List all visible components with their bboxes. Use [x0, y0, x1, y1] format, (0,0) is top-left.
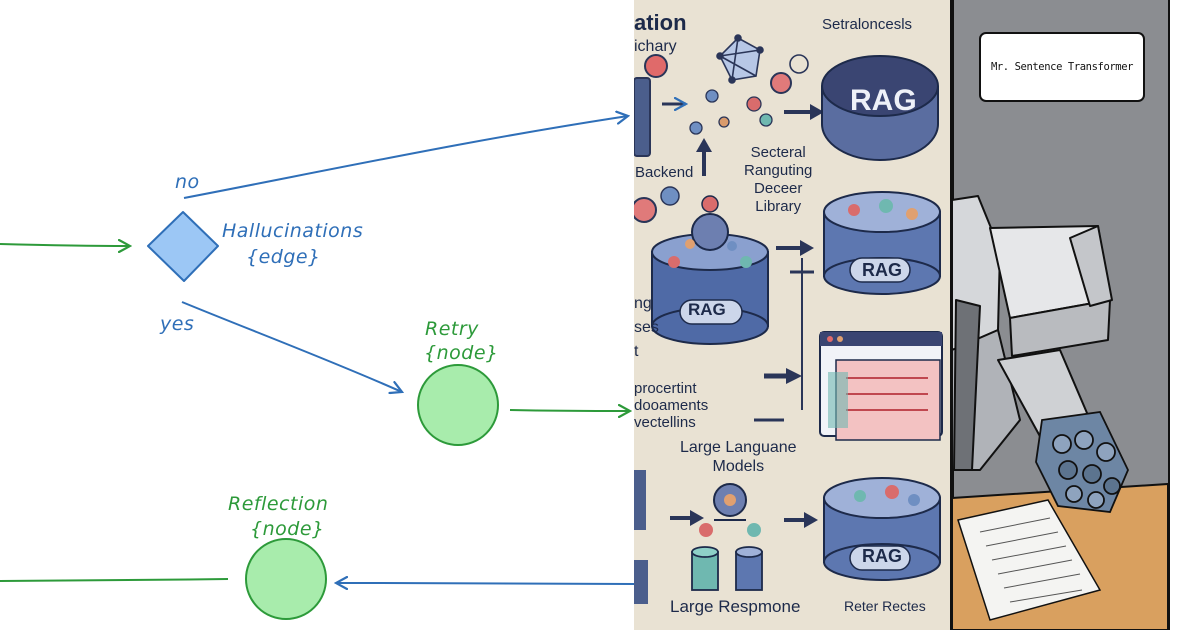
- network-icon: [716, 34, 764, 84]
- rag-infographic-svg: [634, 34, 943, 604]
- library-label-line-2: Ranguting: [744, 162, 813, 179]
- documents-label: procertint dooaments vectellins: [634, 380, 708, 431]
- retry-name: Retry: [425, 318, 479, 340]
- left-fragment-line-3: t: [634, 343, 639, 360]
- robot-figure: [951, 195, 1113, 481]
- documents-label-line-3: vectellins: [634, 414, 696, 431]
- caption-box: Mr. Sentence Transformer: [979, 32, 1145, 102]
- left-fragment: ng ses t: [634, 292, 659, 364]
- rag-bottom-label: RAG: [862, 546, 902, 566]
- left-fragment-line-1: ng: [634, 295, 652, 312]
- rag-database-bottom: [823, 477, 941, 581]
- caption-text: Mr. Sentence Transformer: [990, 61, 1134, 73]
- llm-label-line-2: Models: [712, 458, 765, 475]
- no-edge: [183, 116, 628, 199]
- library-label-line-1: Secteral: [750, 144, 806, 161]
- rag-footer-right: Reter Rectes: [844, 598, 926, 614]
- comic-panel: Mr. Sentence Transformer: [950, 0, 1200, 630]
- reflection-node: [245, 538, 327, 620]
- left-fragment-line-2: ses: [634, 319, 659, 336]
- rag-database-top: [821, 55, 939, 161]
- reflection-in-edge: [336, 583, 634, 584]
- yes-edge-label: yes: [160, 313, 195, 335]
- flow-diagram-panel: no yes Hallucinations {edge} Retry {node…: [0, 0, 634, 620]
- flow-diagram-svg: [0, 0, 634, 620]
- rag-infographic-panel: ation ichary Setraloncesls RAG Backend S…: [634, 0, 950, 630]
- library-label-line-3: Deceer: [754, 180, 803, 197]
- llm-label: Large Languane Models: [680, 438, 797, 476]
- documents-window-icon: [819, 331, 943, 441]
- backend-label: Backend: [635, 164, 694, 181]
- yes-edge: [181, 301, 402, 392]
- hallucinations-diamond: [147, 211, 219, 282]
- response-label: Large Respmone: [670, 597, 801, 616]
- incoming-edge: [0, 244, 130, 246]
- retry-out-edge: [509, 410, 630, 411]
- no-edge-label: no: [175, 171, 200, 193]
- reflection-out-edge: [0, 578, 229, 582]
- llm-label-line-1: Large Languane: [680, 439, 797, 456]
- rag-header-right: Setraloncesls: [822, 16, 913, 33]
- robot-hand: [1035, 411, 1129, 513]
- rag-middle-label: RAG: [862, 260, 902, 280]
- rag-database-center: [651, 195, 769, 345]
- retry-kind: {node}: [424, 342, 499, 364]
- retry-node: [417, 364, 499, 446]
- rag-subtitle-fragment: ichary: [634, 38, 677, 55]
- comic-robot-illustration: [950, 0, 1200, 630]
- rag-database-middle: [823, 191, 941, 295]
- hallucinations-name: Hallucinations: [222, 220, 364, 242]
- reflection-name: Reflection: [228, 493, 329, 515]
- rag-title-fragment: ation: [634, 10, 687, 35]
- documents-label-line-2: dooaments: [634, 397, 709, 414]
- library-label: Secteral Ranguting Deceer Library: [744, 144, 812, 216]
- documents-label-line-1: procertint: [634, 380, 697, 397]
- hallucinations-kind: {edge}: [246, 246, 321, 268]
- rag-center-label: RAG: [688, 300, 726, 319]
- library-label-line-4: Library: [755, 198, 802, 215]
- reflection-kind: {node}: [250, 518, 325, 540]
- rag-top-label: RAG: [850, 84, 917, 117]
